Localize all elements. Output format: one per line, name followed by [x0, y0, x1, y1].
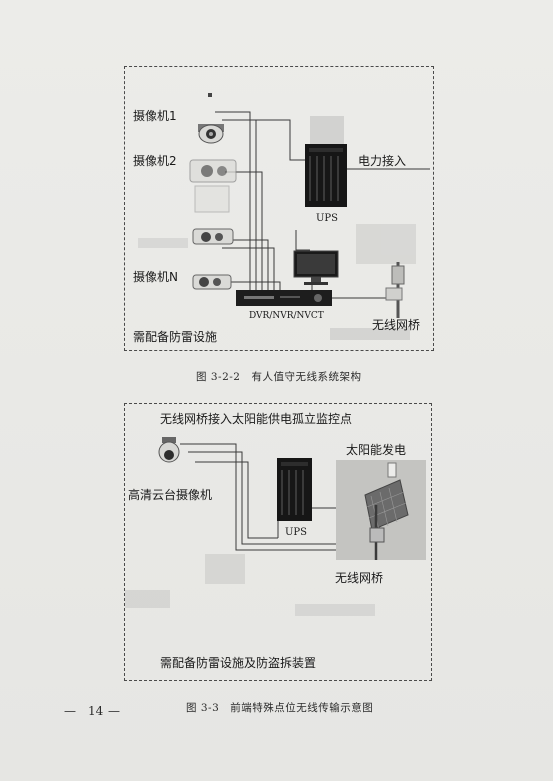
camera2-label: 摄像机2 [133, 154, 177, 168]
ups-tower-icon-1 [305, 144, 347, 207]
cameraN-icon [192, 274, 232, 290]
ptz-camera-icon [158, 437, 180, 463]
ptz-camera-label: 高清云台摄像机 [128, 488, 213, 502]
figure1-caption: 图 3-2-2 有人值守无线系统架构 [196, 371, 362, 383]
figure2-title: 无线网桥接入太阳能供电孤立监控点 [160, 412, 353, 426]
figure1-wires [215, 111, 430, 299]
figure1-frame [124, 66, 434, 351]
figure2-caption: 图 3-3 前端特殊点位无线传输示意图 [186, 702, 374, 714]
camera2-icon [189, 159, 237, 213]
figure2-frame [124, 403, 432, 681]
ups-label-2: UPS [285, 527, 308, 538]
camera1-icon [198, 93, 224, 144]
dvr-box-icon [236, 290, 332, 306]
page-number-dash-right: — [108, 704, 120, 718]
solar-power-label: 太阳能发电 [346, 443, 407, 457]
monitor-icon [293, 250, 339, 285]
ups-tower-icon-2 [277, 458, 312, 521]
wireless-bridge-label-2: 无线网桥 [335, 571, 384, 585]
cameraN-label: 摄像机N [133, 270, 178, 284]
power-input-label: 电力接入 [358, 154, 407, 168]
wireless-bridge-pole-1 [385, 262, 405, 318]
ups-label-1: UPS [316, 213, 339, 224]
page-number-dash-left: — [64, 704, 76, 718]
page-number: 14 [88, 704, 104, 718]
bleed-through-ghost [125, 116, 416, 616]
camera3-icon [192, 228, 234, 245]
camera1-label: 摄像机1 [133, 109, 177, 123]
solar-power-photo [336, 460, 426, 560]
wireless-bridge-label-1: 无线网桥 [372, 318, 421, 332]
dvr-label: DVR/NVR/NVCT [249, 311, 324, 321]
lightning-protection-note: 需配备防雷设施 [133, 330, 218, 344]
anti-theft-note: 需配备防雷设施及防盗拆装置 [160, 656, 317, 670]
